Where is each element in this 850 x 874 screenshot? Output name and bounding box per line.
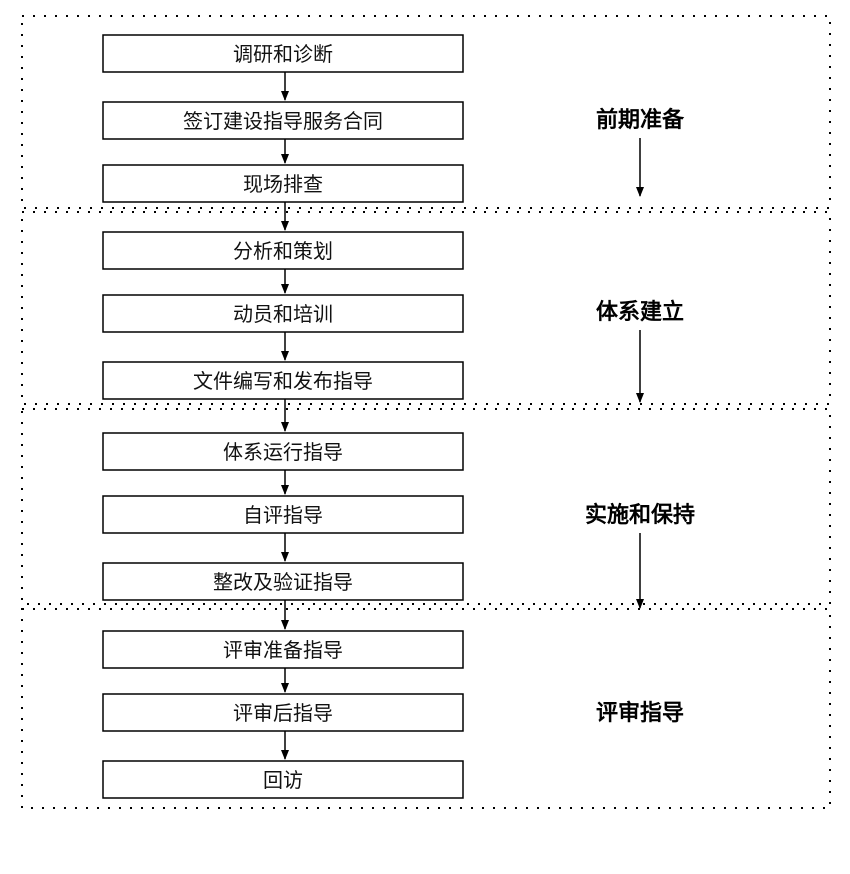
phase-label: 前期准备 [596,107,685,133]
phase-label: 实施和保持 [585,502,695,528]
step-box [102,760,464,799]
step-box [102,495,464,534]
phase-group-preparation: 调研和诊断 签订建设指导服务合同 现场排查 前期准备 [21,15,831,231]
step-box [102,164,464,203]
phase-group-review-guidance: 评审准备指导 评审后指导 回访 评审指导 [21,608,831,809]
step-box [102,231,464,270]
step-label: 动员和培训 [233,302,333,326]
step-box [102,562,464,601]
step-label: 文件编写和发布指导 [193,369,373,393]
step-label: 整改及验证指导 [213,570,353,594]
phase-frame [21,608,831,809]
step-label: 调研和诊断 [233,42,333,66]
step-label: 分析和策划 [233,239,333,263]
phase-label: 评审指导 [596,700,684,726]
phase-frame [21,15,831,209]
step-label: 评审后指导 [233,701,333,725]
step-box [102,101,464,140]
step-label: 现场排查 [243,172,323,196]
step-label: 体系运行指导 [223,440,343,464]
phase-frame [21,211,831,405]
step-label: 评审准备指导 [223,638,343,662]
step-label: 自评指导 [243,503,323,527]
phase-group-system-establishment: 分析和策划 动员和培训 文件编写和发布指导 体系建立 [21,211,831,432]
phase-group-implementation-maintenance: 体系运行指导 自评指导 整改及验证指导 实施和保持 [21,408,831,630]
step-label: 回访 [263,768,303,792]
step-box [102,361,464,400]
step-box [102,34,464,73]
step-box [102,432,464,471]
step-box [102,630,464,669]
step-label: 签订建设指导服务合同 [183,109,383,133]
step-box [102,294,464,333]
phase-label: 体系建立 [596,299,684,325]
step-box [102,693,464,732]
